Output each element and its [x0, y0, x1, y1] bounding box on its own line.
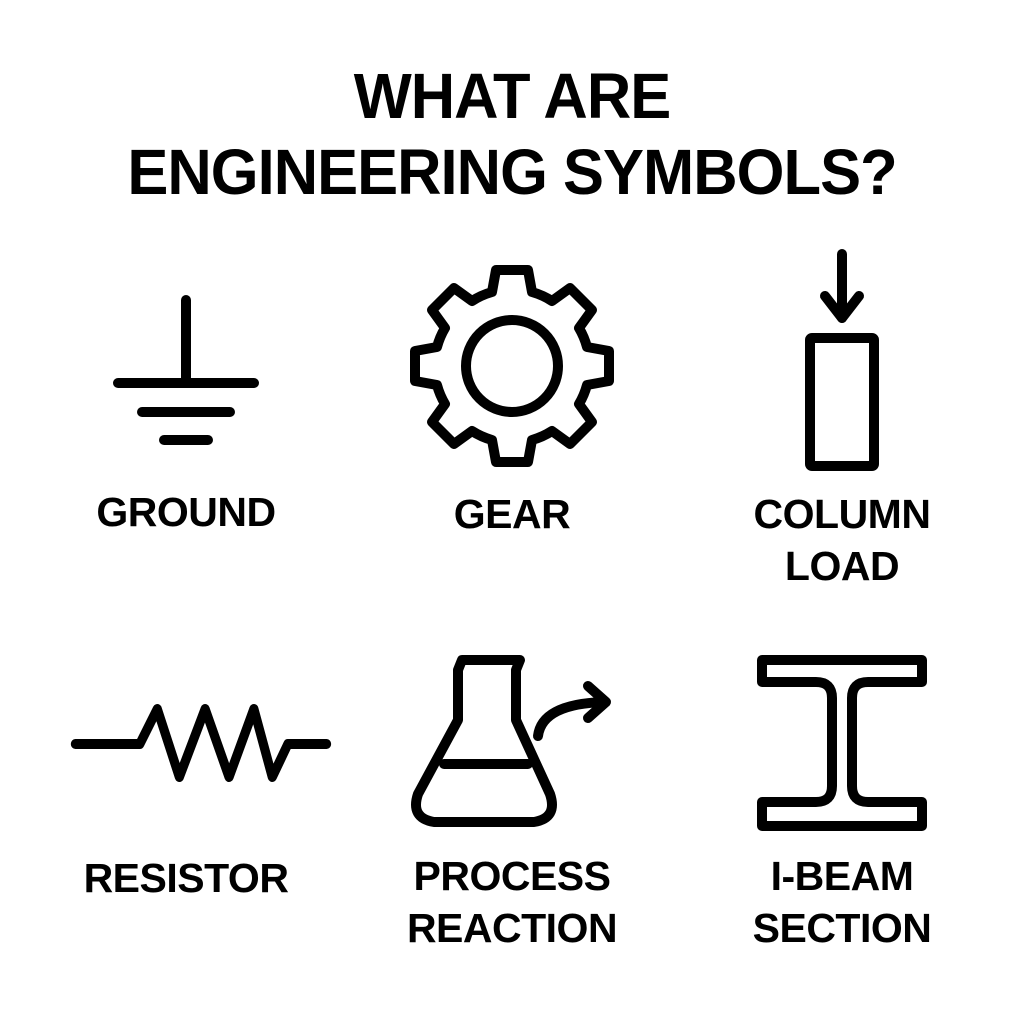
curved-arrow-icon	[533, 697, 609, 741]
symbol-label: GROUND	[96, 489, 276, 535]
symbol-process-reaction: PROCESS REACTION	[362, 640, 662, 960]
symbol-label: GEAR	[453, 491, 571, 537]
ground-icon	[113, 295, 259, 445]
column-load-icon	[805, 249, 879, 471]
symbol-ground: GROUND	[36, 280, 336, 540]
symbol-label: RESISTOR	[83, 855, 289, 901]
symbol-gear: GEAR	[362, 262, 662, 542]
resistor-icon	[70, 704, 332, 782]
symbol-label: PROCESS REACTION	[406, 853, 618, 951]
title-line-2: ENGINEERING SYMBOLS?	[127, 136, 897, 208]
column-rect	[805, 333, 879, 471]
symbol-resistor: RESISTOR	[36, 680, 336, 920]
symbol-label: COLUMN LOAD	[753, 491, 931, 589]
symbol-column-load: COLUMN LOAD	[692, 240, 992, 600]
symbol-i-beam: I-BEAM SECTION	[692, 640, 992, 960]
i-beam-icon	[757, 655, 927, 831]
page-title: WHAT ARE ENGINEERING SYMBOLS?	[20, 58, 1003, 210]
title-line-1: WHAT ARE	[353, 60, 671, 132]
gear-icon	[410, 265, 614, 467]
flask-icon	[411, 655, 557, 827]
symbol-label: I-BEAM SECTION	[752, 853, 932, 951]
flask-arrow-icon	[411, 655, 611, 827]
